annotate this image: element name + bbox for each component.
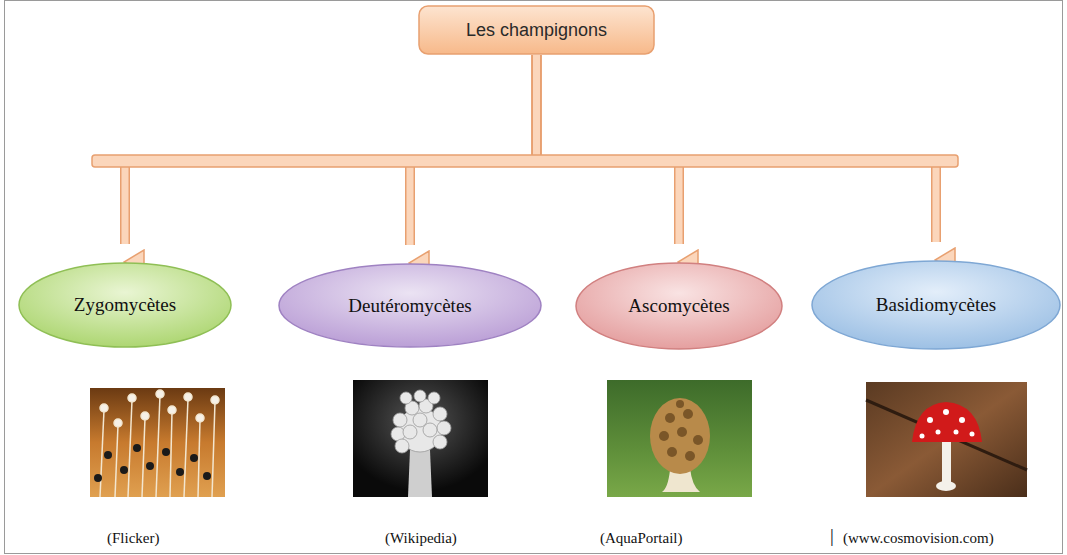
node-label: Basidiomycètes (876, 294, 996, 316)
amanita-photo (866, 382, 1027, 497)
image-credit: (AquaPortail) (600, 530, 682, 547)
node-label: Les champignons (466, 20, 607, 41)
group-ellipse: Zygomycètes (18, 262, 232, 348)
node-label: Ascomycètes (628, 295, 729, 317)
image-credit: (Wikipedia) (385, 530, 457, 547)
group-ellipse: Deutéromycètes (278, 263, 542, 348)
node-label: Zygomycètes (74, 294, 176, 316)
microscope-photo (353, 380, 488, 497)
morel-photo (607, 380, 752, 497)
node-label: Deutéromycètes (348, 295, 471, 317)
root-box: Les champignons (418, 5, 655, 55)
separator-mark: | (830, 525, 834, 547)
image-credit: (www.cosmovision.com) (843, 530, 994, 547)
image-credit: (Flicker) (107, 530, 159, 547)
group-ellipse: Ascomycètes (575, 262, 783, 350)
mold-photo (90, 388, 225, 497)
group-ellipse: Basidiomycètes (811, 260, 1061, 350)
